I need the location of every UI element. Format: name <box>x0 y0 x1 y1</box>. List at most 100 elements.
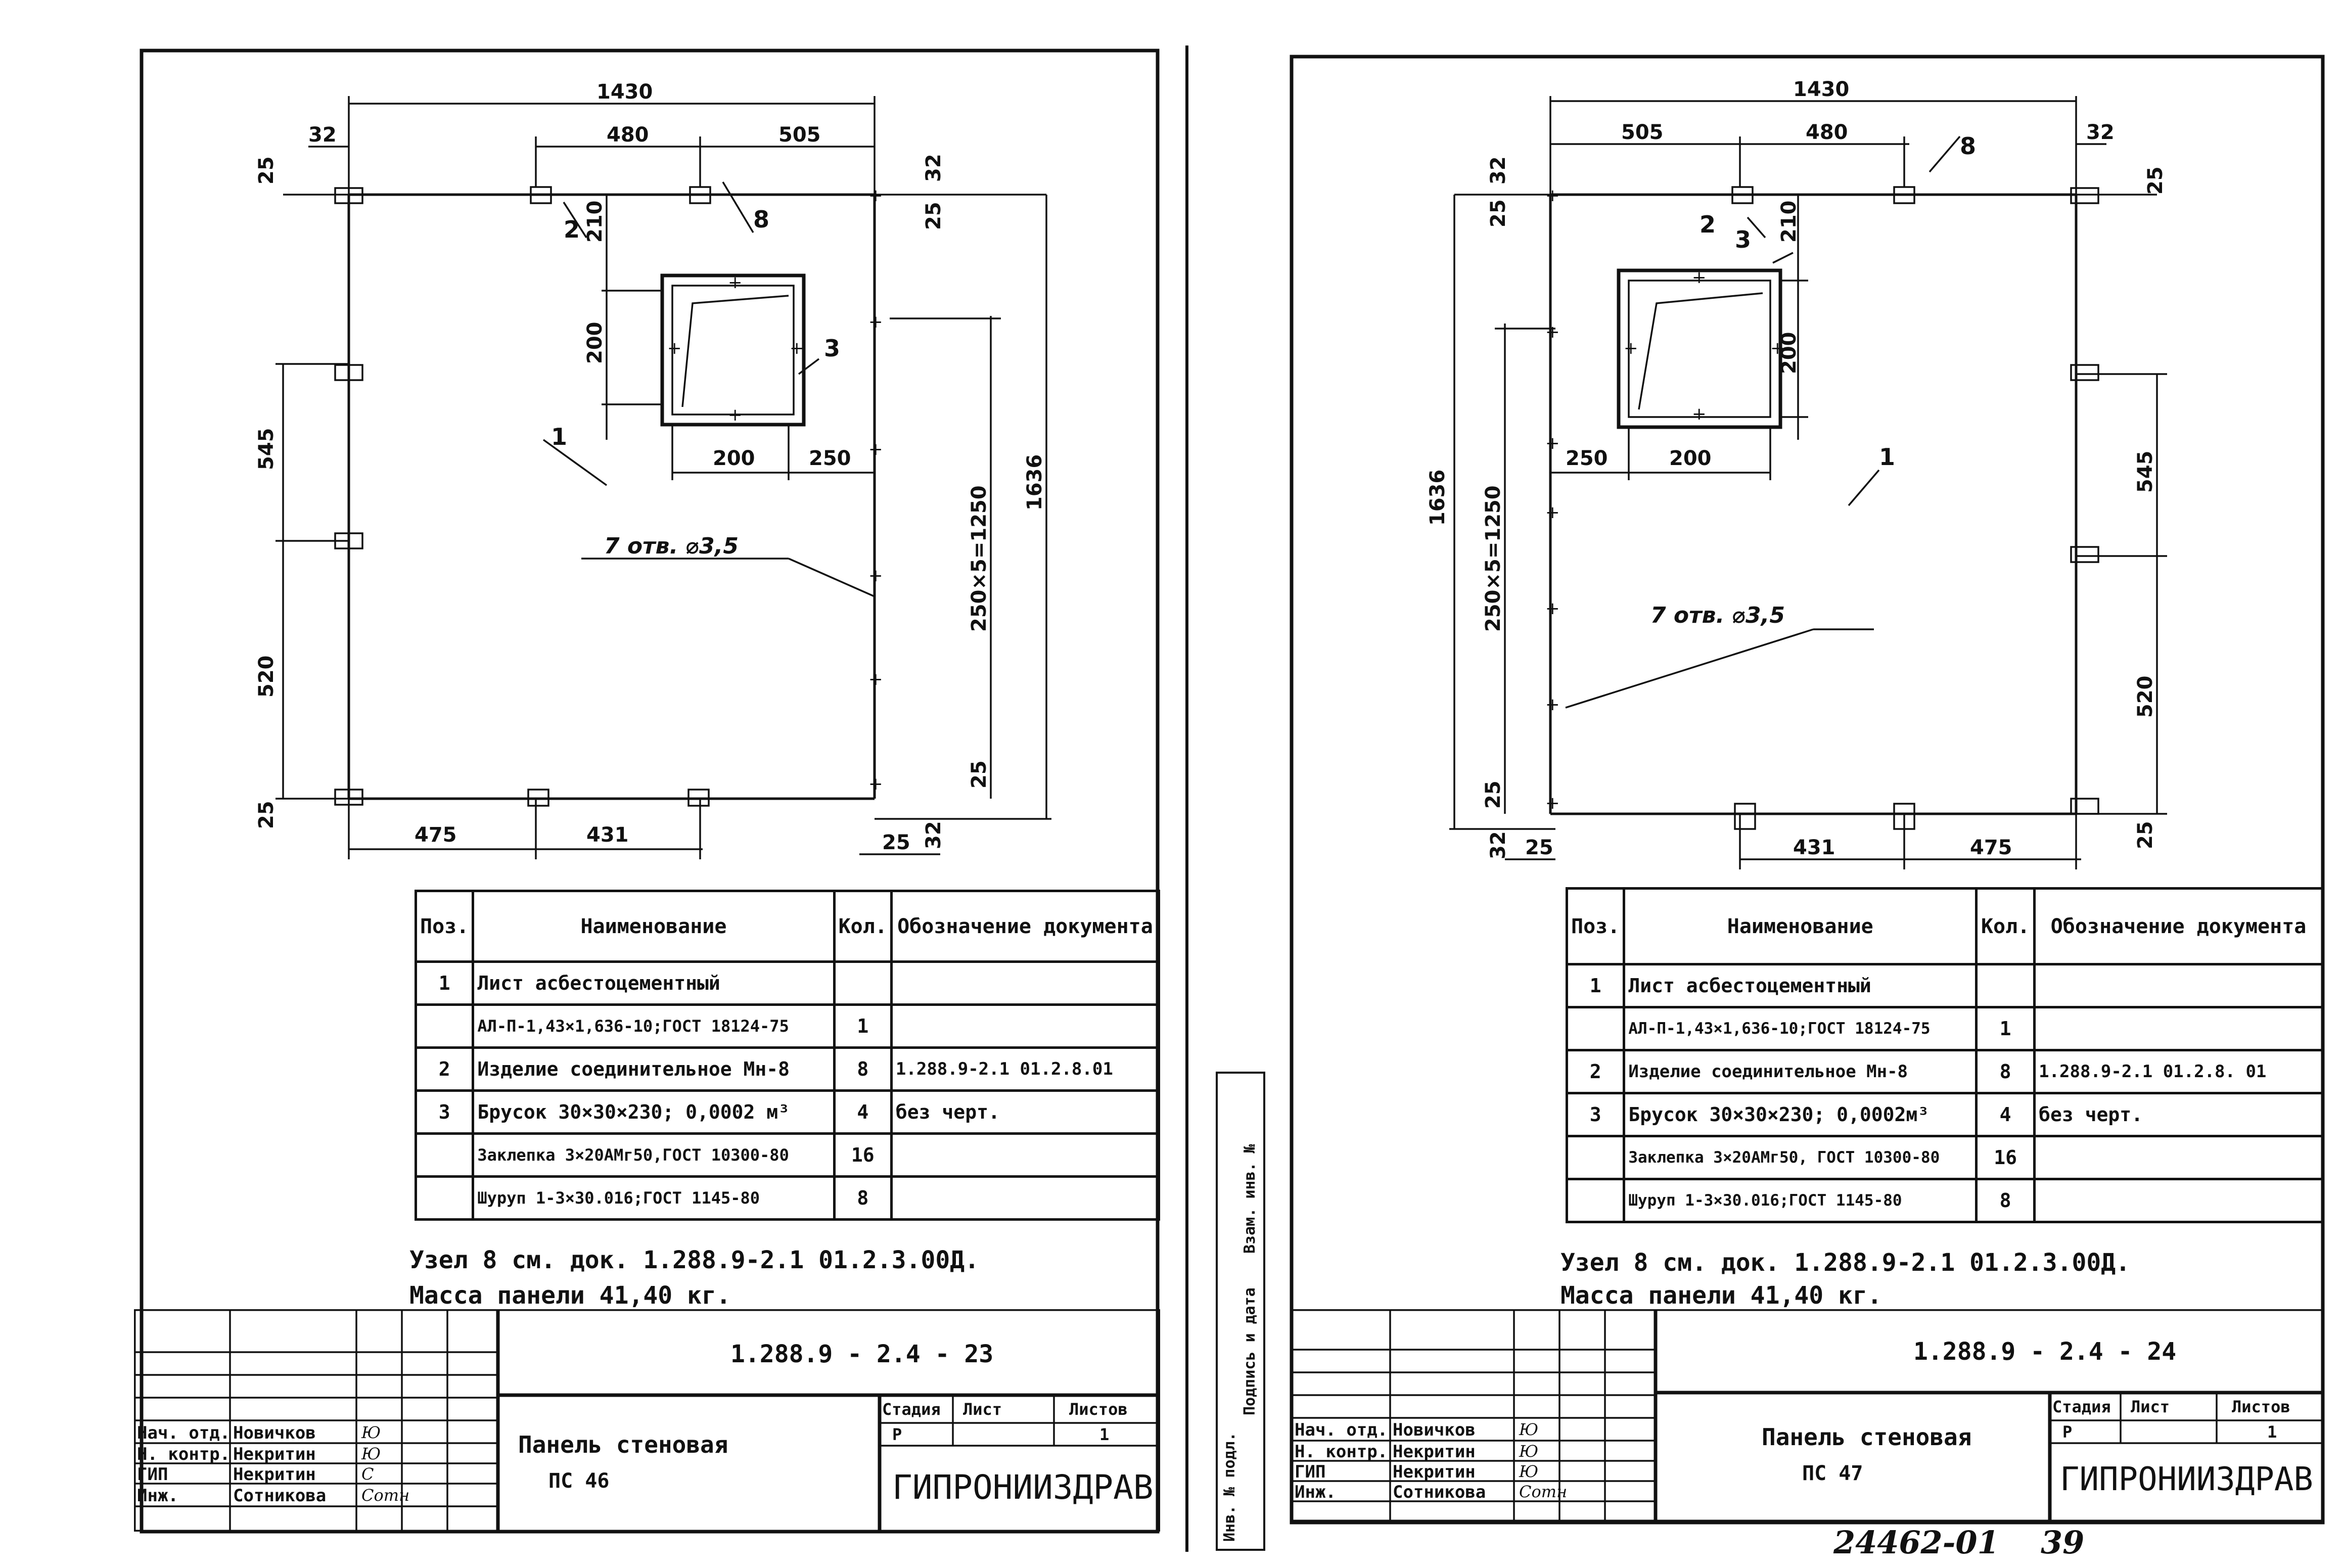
svg-text:+: + <box>868 774 883 794</box>
organization-name: ГИПРОНИИЗДРАВ <box>2060 1463 2313 1496</box>
role-1: Н. контр. <box>137 1446 231 1463</box>
dim-left-bottom: 25 <box>1482 780 1505 809</box>
drawing-title: Панель стеновая <box>518 1433 728 1456</box>
dim-right-top2: 25 <box>922 202 945 230</box>
svg-text:+: + <box>1545 695 1560 715</box>
dim-left-bottom: 25 <box>255 801 278 829</box>
role-2: ГИП <box>1295 1463 1326 1481</box>
mass-note: Масса панели 41,40 кг. <box>1560 1281 1882 1310</box>
person-3: Сотникова <box>233 1487 327 1504</box>
dimension-lines <box>275 96 1051 859</box>
sheets-value: 1 <box>2267 1424 2277 1440</box>
sheet-frame <box>140 49 1160 1534</box>
holes-note: 7 отв. ⌀3,5 <box>1650 603 1785 628</box>
signature-0: Ю <box>361 1423 381 1442</box>
rivet-marks: +++++++ ++++ <box>1545 186 1785 813</box>
svg-text:+: + <box>868 439 883 459</box>
dim-right-total: 1636 <box>1023 454 1046 511</box>
dim-opening-left: 250 <box>1566 447 1608 470</box>
window-opening <box>660 273 806 427</box>
dim-right-upper: 545 <box>2134 451 2157 493</box>
role-3: Инж. <box>137 1487 178 1504</box>
dim-right-span: 250×5=1250 <box>968 485 991 632</box>
stage-label: Стадия <box>2052 1399 2111 1415</box>
title-block-left: 1.288.9 - 2.4 - 23 Панель стеновая ПС 46… <box>134 1309 1160 1532</box>
svg-text:+: + <box>1545 186 1560 206</box>
sheet-label: Лист <box>2131 1399 2170 1415</box>
dim-top-a: 480 <box>607 123 649 147</box>
specification-table-left: Поз. Наименование Кол. Обозначение докум… <box>414 890 1161 1221</box>
connector-marks <box>334 186 711 807</box>
svg-text:+: + <box>868 566 883 586</box>
title-block-right: 1.288.9 - 2.4 - 24 Панель стеновая ПС 47… <box>1292 1309 2323 1521</box>
person-2: Некритин <box>233 1466 316 1483</box>
album-number: 24462-01 <box>1833 1524 1999 1561</box>
sheets-value: 1 <box>1099 1426 1110 1443</box>
dimension-lines <box>1449 96 2167 869</box>
dim-right-bottom: 25 <box>968 760 991 789</box>
signature-1: Ю <box>1519 1442 1539 1461</box>
dim-bottom-a: 431 <box>1793 836 1835 859</box>
person-0: Новичков <box>1393 1421 1476 1439</box>
drawing-subtitle: ПС 46 <box>548 1471 610 1491</box>
dim-bottom-l2: 32 <box>1487 831 1510 859</box>
dim-opening-right: 250 <box>809 447 851 470</box>
node-note: Узел 8 см. док. 1.288.9-2.1 01.2.3.00Д. <box>1560 1249 2131 1277</box>
position-label-3: 3 <box>1735 226 1751 253</box>
signature-3: Сотн <box>361 1486 410 1505</box>
role-1: Н. контр. <box>1295 1443 1388 1460</box>
spec-header-name: Наименование <box>472 890 836 963</box>
position-label-2: 2 <box>1700 211 1716 238</box>
dim-left-span: 250×5=1250 <box>1482 485 1505 632</box>
svg-text:+: + <box>728 272 743 293</box>
side-strip-frame <box>1216 1072 1265 1551</box>
mass-note: Масса панели 41,40 кг. <box>409 1281 731 1310</box>
drawing-subtitle: ПС 47 <box>1802 1463 1863 1484</box>
dim-bottom-r1: 25 <box>882 831 910 854</box>
sheet-divider <box>1185 45 1188 1552</box>
svg-text:+: + <box>728 405 743 425</box>
svg-text:+: + <box>667 338 682 358</box>
dim-left-lower: 520 <box>255 656 278 698</box>
page-number: 39 <box>2041 1524 2085 1561</box>
dim-left-upper: 545 <box>255 428 278 471</box>
holes-note: 7 отв. ⌀3,5 <box>604 533 739 559</box>
svg-text:+: + <box>1692 267 1707 288</box>
dim-opening-side: 200 <box>1777 332 1801 375</box>
dim-top-b: 480 <box>1806 121 1848 144</box>
dim-top-edge: 32 <box>308 123 337 147</box>
rivet-marks: ++++++ ++++ <box>667 186 883 794</box>
dim-right-lower: 520 <box>2134 676 2157 718</box>
position-label-3: 3 <box>824 335 840 362</box>
role-0: Нач. отд. <box>137 1424 231 1442</box>
dim-right-top: 32 <box>922 154 945 182</box>
dim-total-width: 1430 <box>1793 78 1849 101</box>
position-label-8: 8 <box>1960 132 1976 160</box>
svg-text:+: + <box>868 186 883 206</box>
position-label-1: 1 <box>1879 443 1895 471</box>
role-2: ГИП <box>137 1466 168 1483</box>
dim-top-edge: 32 <box>2086 121 2115 144</box>
svg-text:+: + <box>1692 404 1707 424</box>
role-3: Инж. <box>1295 1484 1336 1501</box>
dim-top-a: 505 <box>1621 121 1664 144</box>
position-label-1: 1 <box>551 423 567 450</box>
svg-text:+: + <box>790 338 804 358</box>
person-1: Некритин <box>1393 1443 1476 1460</box>
dim-left-total: 1636 <box>1426 470 1449 526</box>
stage-value: Р <box>892 1426 902 1443</box>
dim-total-width: 1430 <box>596 80 653 104</box>
spec-header-doc: Обозначение документа <box>890 890 1161 963</box>
spec-header-pos: Поз. <box>1565 887 1626 965</box>
dim-bottom-a: 475 <box>415 823 457 847</box>
signature-2: Ю <box>1519 1462 1539 1481</box>
